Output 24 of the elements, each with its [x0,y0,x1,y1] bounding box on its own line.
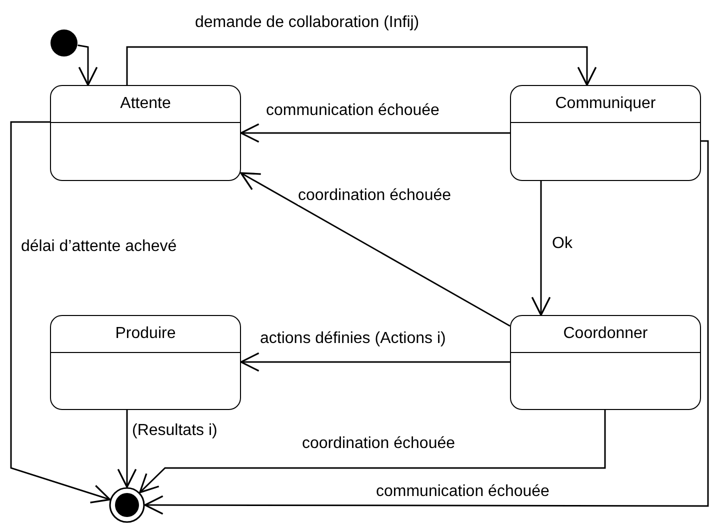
transition-arrow [240,352,510,372]
edge-label: (Resultats i) [132,422,218,440]
transition-arrow [240,123,510,143]
state-box [510,315,701,410]
transition-arrow [78,44,98,86]
final-state [109,487,145,523]
transition-arrow [240,172,510,327]
state-box [50,315,241,410]
state-name: Attente [120,95,171,113]
edge-label: coordination échouée [298,187,452,206]
transition-arrow [126,46,597,86]
transition-arrow [117,410,137,488]
edge-label: actions définies (Actions i) [260,330,446,348]
state-name: Communiquer [555,95,656,113]
initial-state [50,30,78,56]
state-box [510,85,701,181]
transition-arrow [139,410,606,494]
state-name: Coordonner [563,325,648,343]
edge-label: demande de collaboration (Infij) [195,14,420,32]
state-box [50,85,241,181]
transition-arrow [10,121,111,504]
transition-arrow [144,140,709,515]
transition-arrow [531,181,551,316]
state-name: Produire [115,325,176,343]
